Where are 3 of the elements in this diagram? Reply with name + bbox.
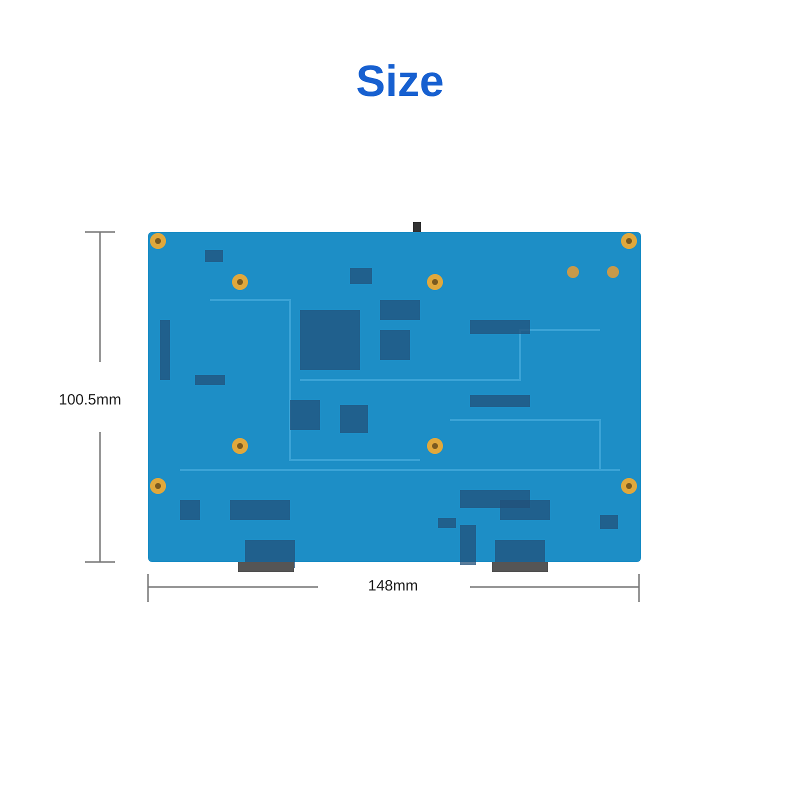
title: Size <box>356 58 444 106</box>
dimension-label: 148mm <box>368 578 418 594</box>
dimension-label: 100.5mm <box>58 392 122 408</box>
